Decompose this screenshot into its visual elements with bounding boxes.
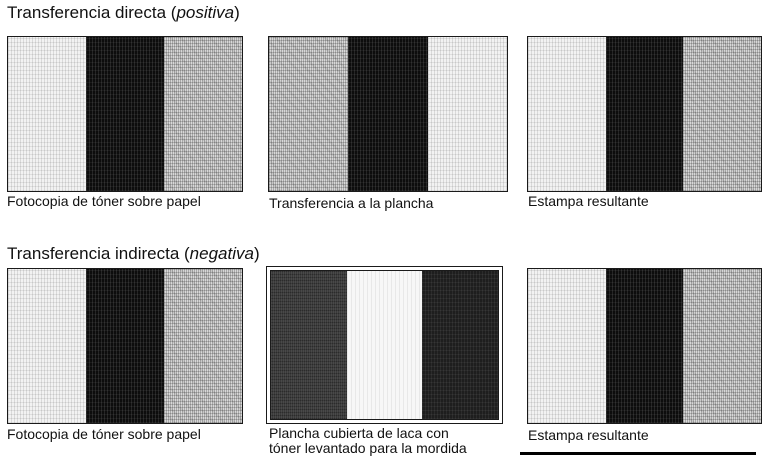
caption-photocopy: Fotocopia de tóner sobre papel bbox=[7, 426, 201, 442]
caption-resulting-print: Estampa resultante bbox=[528, 193, 649, 209]
gray-dark-band bbox=[271, 271, 347, 419]
title-text: ) bbox=[253, 244, 260, 263]
caption-lacquered-plate: Plancha cubierta de laca con tóner levan… bbox=[269, 426, 467, 456]
resulting-print-panel bbox=[527, 36, 762, 192]
dark-band bbox=[605, 269, 684, 423]
light-band bbox=[8, 37, 86, 191]
bottom-rule bbox=[520, 452, 756, 455]
caption-line: Plancha cubierta de laca con bbox=[269, 425, 449, 441]
black-band bbox=[422, 271, 499, 419]
medium-band bbox=[683, 37, 761, 191]
lacquered-plate-panel bbox=[266, 266, 503, 424]
caption-line: tóner levantado para la mordida bbox=[269, 440, 467, 456]
medium-band bbox=[164, 37, 242, 191]
dark-band bbox=[86, 37, 164, 191]
title-text: Transferencia indirecta ( bbox=[7, 244, 190, 263]
title-emphasis: positiva bbox=[176, 3, 235, 22]
medium-band bbox=[164, 269, 242, 423]
dark-band bbox=[86, 269, 164, 423]
title-text: Transferencia directa ( bbox=[7, 3, 177, 22]
caption-plate-transfer: Transferencia a la plancha bbox=[269, 195, 434, 211]
resulting-print-panel bbox=[527, 268, 762, 424]
light-band bbox=[8, 269, 86, 423]
title-text: ) bbox=[234, 3, 240, 22]
light-band bbox=[427, 37, 507, 191]
light-band bbox=[528, 269, 606, 423]
dark-band bbox=[605, 37, 684, 191]
dark-band bbox=[348, 37, 428, 191]
photocopy-toner-panel bbox=[7, 36, 243, 192]
section-title-indirect: Transferencia indirecta (negativa) bbox=[7, 244, 260, 264]
title-emphasis: negativa bbox=[189, 244, 254, 263]
medium-band bbox=[683, 269, 761, 423]
light-band bbox=[528, 37, 606, 191]
photocopy-toner-panel bbox=[7, 268, 243, 424]
caption-photocopy: Fotocopia de tóner sobre papel bbox=[7, 193, 201, 209]
white-band bbox=[346, 271, 423, 419]
caption-resulting-print: Estampa resultante bbox=[528, 427, 649, 443]
section-title-direct: Transferencia directa (positiva) bbox=[7, 3, 240, 23]
plate-transfer-panel bbox=[268, 36, 508, 192]
medium-band bbox=[269, 37, 349, 191]
